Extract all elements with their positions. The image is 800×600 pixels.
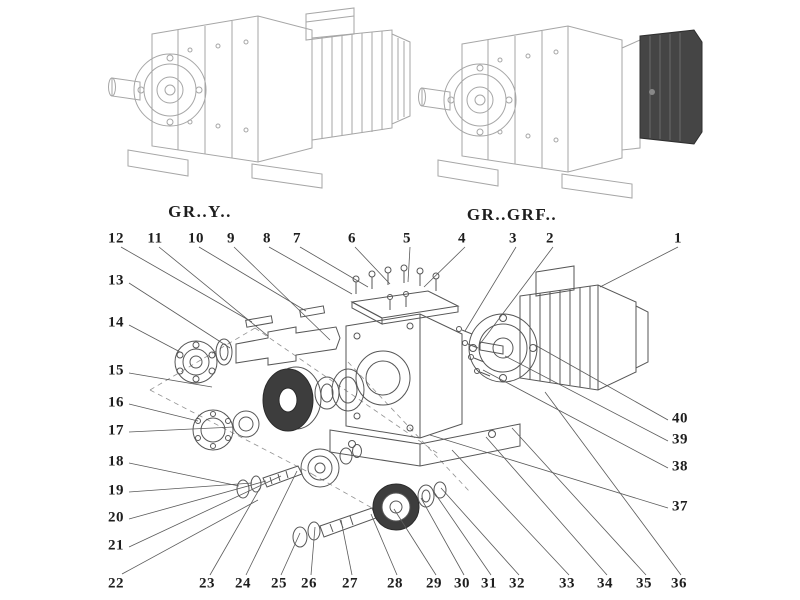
part-number-25: 25 <box>271 575 287 592</box>
part-number-37: 37 <box>672 498 688 515</box>
part-number-11: 11 <box>147 230 163 247</box>
input-shaft-assembly <box>174 305 341 384</box>
part-number-29: 29 <box>426 575 442 592</box>
variant-label-gr-y: GR..Y.. <box>168 202 232 221</box>
part-number-2: 2 <box>546 230 554 247</box>
part-number-8: 8 <box>263 230 271 247</box>
part-number-34: 34 <box>597 575 613 592</box>
exploded-view <box>149 264 649 548</box>
part-number-5: 5 <box>403 230 411 247</box>
part-number-33: 33 <box>559 575 575 592</box>
part-number-13: 13 <box>108 272 124 289</box>
part-number-7: 7 <box>293 230 301 247</box>
part-number-9: 9 <box>227 230 235 247</box>
motor-assembly <box>456 265 649 391</box>
part-number-15: 15 <box>108 362 124 379</box>
part-number-39: 39 <box>672 431 688 448</box>
part-number-4: 4 <box>458 230 466 247</box>
intermediate-gear-set <box>262 366 365 432</box>
leader-lines <box>120 246 682 576</box>
part-number-22: 22 <box>108 575 124 592</box>
output-bearings <box>192 409 260 451</box>
part-number-14: 14 <box>108 314 124 331</box>
part-number-38: 38 <box>672 458 688 475</box>
output-shaft-assembly <box>292 481 447 548</box>
part-number-21: 21 <box>108 537 124 554</box>
cover-bolts <box>352 264 440 310</box>
part-number-36: 36 <box>671 575 687 592</box>
part-number-24: 24 <box>235 575 251 592</box>
variant-label-gr-grf: GR..GRF.. <box>466 205 558 224</box>
part-number-6: 6 <box>348 230 356 247</box>
part-number-16: 16 <box>108 394 124 411</box>
part-number-40: 40 <box>672 410 688 427</box>
part-number-12: 12 <box>108 230 124 247</box>
gearmotor-gr-y-illustration <box>108 7 411 189</box>
part-number-31: 31 <box>481 575 497 592</box>
part-number-35: 35 <box>636 575 652 592</box>
part-number-30: 30 <box>454 575 470 592</box>
part-number-17: 17 <box>108 422 124 439</box>
part-number-26: 26 <box>301 575 317 592</box>
part-number-20: 20 <box>108 509 124 526</box>
part-number-28: 28 <box>387 575 403 592</box>
part-number-1: 1 <box>674 230 682 247</box>
part-number-23: 23 <box>199 575 215 592</box>
intermediate-pinion-assembly <box>236 444 362 499</box>
part-number-10: 10 <box>188 230 204 247</box>
part-number-27: 27 <box>342 575 358 592</box>
gear-housing <box>329 290 521 467</box>
part-number-3: 3 <box>509 230 517 247</box>
part-number-18: 18 <box>108 453 124 470</box>
part-number-19: 19 <box>108 482 124 499</box>
gearmotor-gr-grf-illustration <box>418 25 703 199</box>
part-number-32: 32 <box>509 575 525 592</box>
